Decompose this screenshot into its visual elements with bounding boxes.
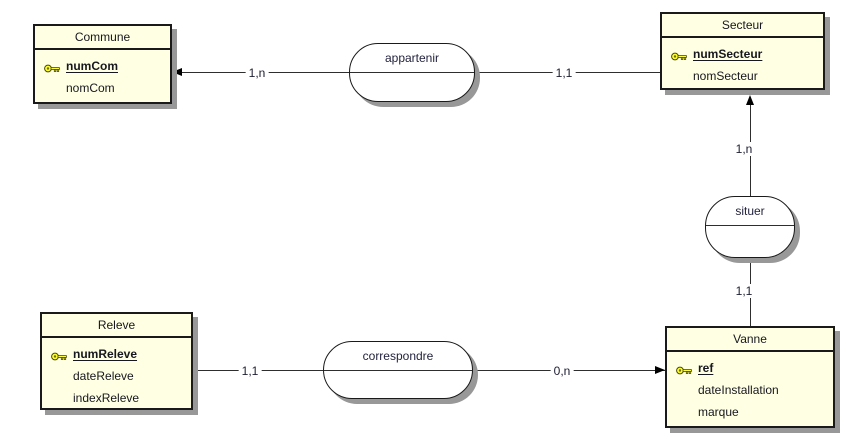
- attribute-row: numSecteur: [671, 43, 815, 65]
- entity-attributes: numSecteur nomSecteur: [662, 38, 823, 92]
- relation-divider: [706, 225, 794, 226]
- key-icon: [44, 62, 60, 72]
- attribute-row: dateReleve: [51, 365, 183, 387]
- attribute-name: marque: [698, 405, 739, 419]
- attribute-row: marque: [676, 401, 825, 423]
- cardinality-label: 0,n: [550, 364, 574, 378]
- entity-attributes: numCom nomCom: [35, 50, 170, 104]
- entity-vanne[interactable]: Vanne ref dateInstallation marque: [665, 326, 835, 428]
- attribute-name: nomSecteur: [693, 69, 758, 83]
- relation-appartenir[interactable]: appartenir: [349, 43, 475, 102]
- attribute-row: dateInstallation: [676, 379, 825, 401]
- key-icon: [671, 50, 687, 60]
- attribute-row: indexReleve: [51, 387, 183, 409]
- attribute-name: numCom: [66, 59, 118, 73]
- entity-attributes: ref dateInstallation marque: [667, 352, 833, 428]
- cardinality-label: 1,1: [732, 284, 756, 298]
- entity-title: Releve: [42, 314, 191, 338]
- arrowhead-to-commune: [172, 68, 182, 76]
- attribute-name: dateReleve: [73, 369, 134, 383]
- relation-divider: [324, 370, 472, 371]
- attribute-row: ref: [676, 357, 825, 379]
- relation-label: appartenir: [384, 51, 440, 65]
- attribute-name: ref: [698, 361, 714, 375]
- entity-title: Secteur: [662, 14, 823, 38]
- cardinality-label: 1,n: [245, 66, 269, 80]
- attribute-name: numSecteur: [693, 47, 763, 61]
- entity-releve[interactable]: Releve numReleve dateReleve indexReleve: [40, 312, 193, 410]
- relation-label: situer: [735, 204, 765, 218]
- entity-secteur[interactable]: Secteur numSecteur nomSecteur: [660, 12, 825, 90]
- attribute-name: indexReleve: [73, 391, 140, 405]
- relation-correspondre[interactable]: correspondre: [323, 341, 473, 399]
- cardinality-label: 1,1: [238, 364, 262, 378]
- attribute-row: nomCom: [44, 77, 162, 99]
- entity-commune[interactable]: Commune numCom nomCom: [33, 24, 172, 104]
- attribute-name: nomCom: [66, 81, 115, 95]
- entity-title: Vanne: [667, 328, 833, 352]
- cardinality-label: 1,n: [732, 142, 756, 156]
- entity-attributes: numReleve dateReleve indexReleve: [42, 338, 191, 414]
- attribute-row: numCom: [44, 55, 162, 77]
- entity-title: Commune: [35, 26, 170, 50]
- cardinality-label: 1,1: [552, 66, 576, 80]
- relation-label: correspondre: [362, 349, 434, 363]
- attribute-row: nomSecteur: [671, 65, 815, 87]
- key-icon: [51, 350, 67, 360]
- key-icon: [676, 364, 692, 374]
- arrowhead-to-secteur: [746, 95, 754, 105]
- relation-divider: [350, 72, 474, 73]
- attribute-name: dateInstallation: [698, 383, 779, 397]
- attribute-name: numReleve: [73, 347, 138, 361]
- relation-situer[interactable]: situer: [705, 196, 795, 258]
- arrowhead-to-vanne: [655, 366, 665, 374]
- attribute-row: numReleve: [51, 343, 183, 365]
